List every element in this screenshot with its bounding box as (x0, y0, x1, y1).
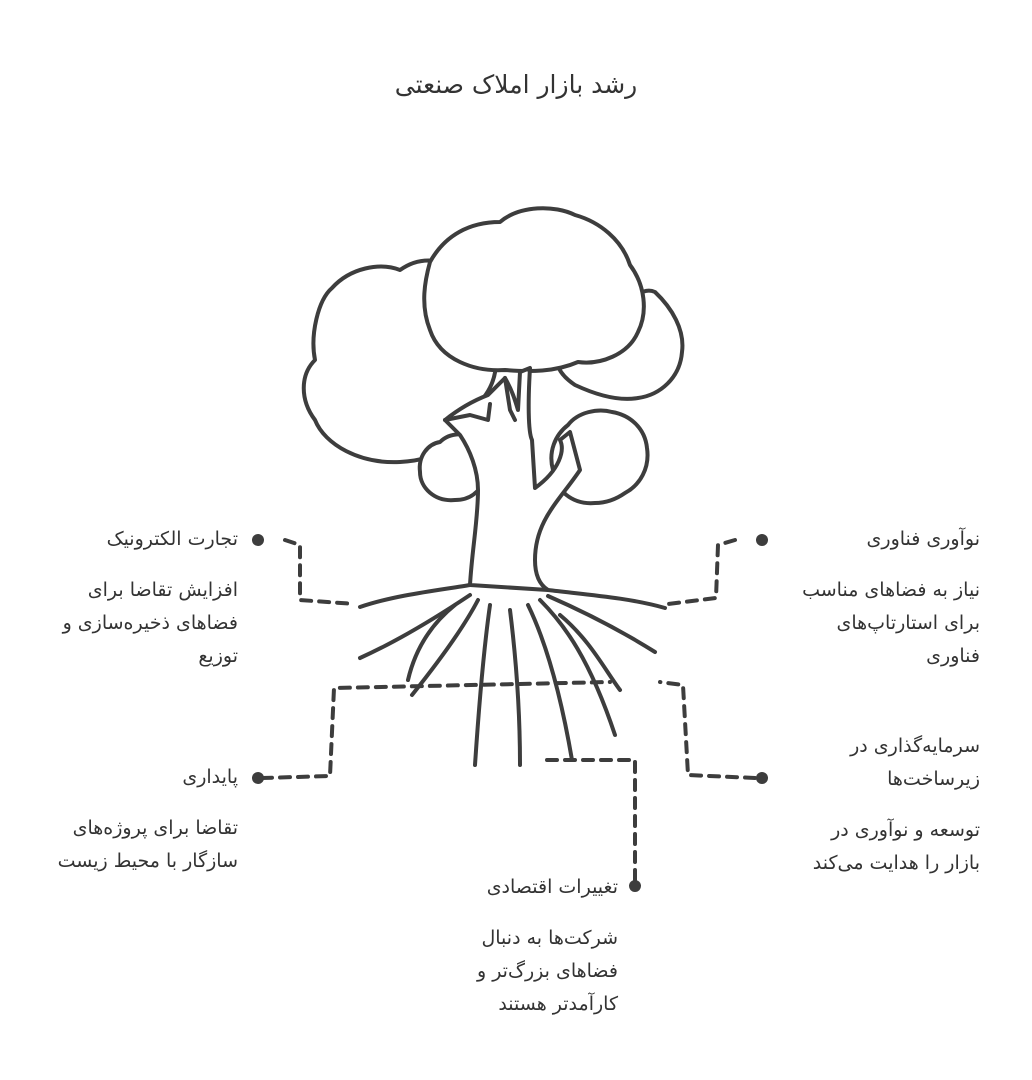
node-economic: تغییرات اقتصادی شرکت‌ها به دنبال فضاهای … (477, 872, 618, 1021)
dot-infrastructure (756, 772, 768, 784)
node-sustainability: پایداری تقاضا برای پروژه‌های سازگار با م… (58, 762, 238, 878)
node-technology: نوآوری فناوری نیاز به فضاهای مناسب برای … (780, 524, 980, 673)
node-ecommerce: تجارت الکترونیک افزایش تقاضا برای فضاهای… (63, 524, 238, 673)
node-technology-heading: نوآوری فناوری (866, 528, 980, 550)
node-ecommerce-desc-1: افزایش تقاضا برای (87, 579, 238, 601)
node-ecommerce-desc-3: توزیع (198, 645, 238, 667)
node-ecommerce-desc-2: فضاهای ذخیره‌سازی و (62, 612, 238, 634)
dot-economic (629, 880, 641, 892)
node-economic-desc-1: شرکت‌ها به دنبال (481, 927, 618, 949)
branch-inner (503, 376, 517, 422)
node-sustainability-heading: پایداری (182, 766, 238, 788)
root-left (358, 583, 472, 609)
dot-ecommerce (252, 534, 264, 546)
node-infrastructure-desc-2: بازار را هدایت می‌کند (812, 852, 980, 874)
tree-roots (358, 583, 667, 767)
root-right-4 (546, 594, 657, 654)
root-right-2 (526, 603, 574, 762)
root-mid (508, 608, 522, 767)
tree-trunk (443, 366, 582, 592)
node-economic-heading: تغییرات اقتصادی (486, 876, 618, 898)
tree-canopy (301, 206, 685, 506)
branch-left (443, 402, 492, 422)
root-right (546, 588, 667, 610)
root-left-5 (406, 603, 457, 682)
node-economic-desc-2: فضاهای بزرگ‌تر و (476, 960, 618, 982)
node-sustainability-desc-1: تقاضا برای پروژه‌های (72, 817, 238, 839)
root-right-3 (538, 598, 617, 737)
root-left-4 (473, 603, 492, 767)
root-right-5 (558, 613, 622, 692)
connector-ecommerce (283, 538, 357, 606)
node-technology-desc-2: برای استارتاپ‌های (836, 612, 980, 634)
connectors (260, 538, 757, 882)
connector-infrastructure (658, 680, 757, 780)
dot-technology (756, 534, 768, 546)
node-infrastructure-desc-1: توسعه و نوآوری در (831, 819, 980, 841)
root-left-2 (358, 593, 472, 660)
node-technology-desc-1: نیاز به فضاهای مناسب (802, 579, 980, 601)
connector-sustainability (260, 680, 612, 780)
node-economic-desc-3: کارآمدتر هستند (498, 993, 618, 1015)
dot-sustainability (252, 772, 264, 784)
connector-technology (666, 538, 737, 606)
node-sustainability-desc-2: سازگار با محیط زیست (57, 850, 238, 872)
trunk (443, 366, 582, 592)
canopy-top-cloud (422, 206, 646, 374)
connector-economic (543, 758, 637, 882)
node-infrastructure: سرمایه‌گذاری در زیرساخت‌ها توسعه و نوآور… (780, 730, 980, 880)
node-ecommerce-heading: تجارت الکترونیک (106, 528, 238, 550)
node-infrastructure-heading-1: سرمایه‌گذاری در (850, 735, 980, 757)
root-left-3 (410, 598, 480, 697)
connector-dots (252, 534, 768, 892)
node-technology-desc-3: فناوری (926, 645, 980, 667)
node-infrastructure-heading-2: زیرساخت‌ها (887, 768, 980, 790)
diagram-title: رشد بازار املاک صنعتی (394, 70, 638, 99)
